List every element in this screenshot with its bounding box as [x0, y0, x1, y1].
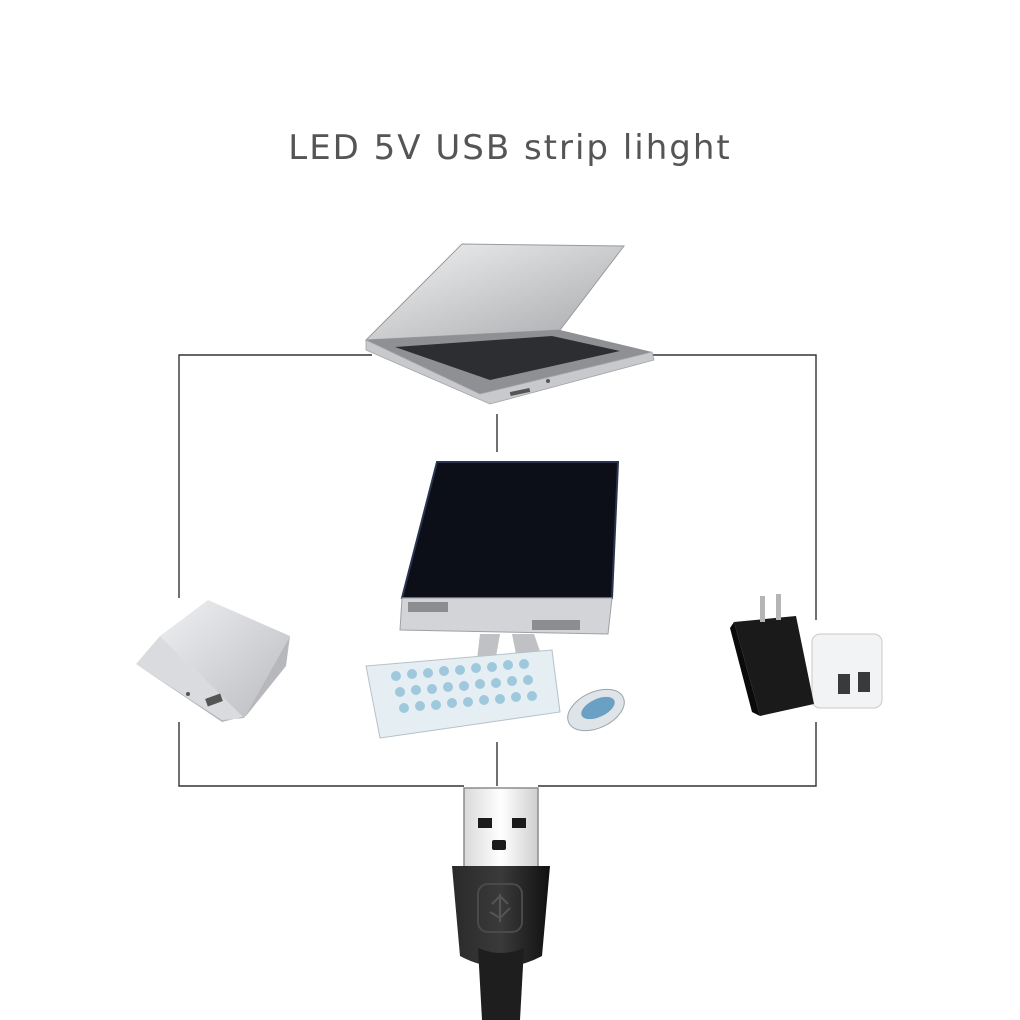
left-connector-line — [178, 354, 372, 598]
right-connector-line — [650, 354, 817, 620]
laptop-icon — [364, 243, 655, 405]
usb-plug-icon — [452, 787, 550, 1020]
connector-lines — [178, 354, 817, 787]
desktop-computer-icon — [365, 461, 625, 739]
right-lower-connector-line — [538, 722, 817, 787]
left-lower-connector-line — [178, 722, 464, 787]
power-bank-icon — [136, 600, 290, 722]
usb-wall-charger-icon — [730, 594, 883, 716]
page-title: LED 5V USB strip lihght — [288, 128, 732, 168]
